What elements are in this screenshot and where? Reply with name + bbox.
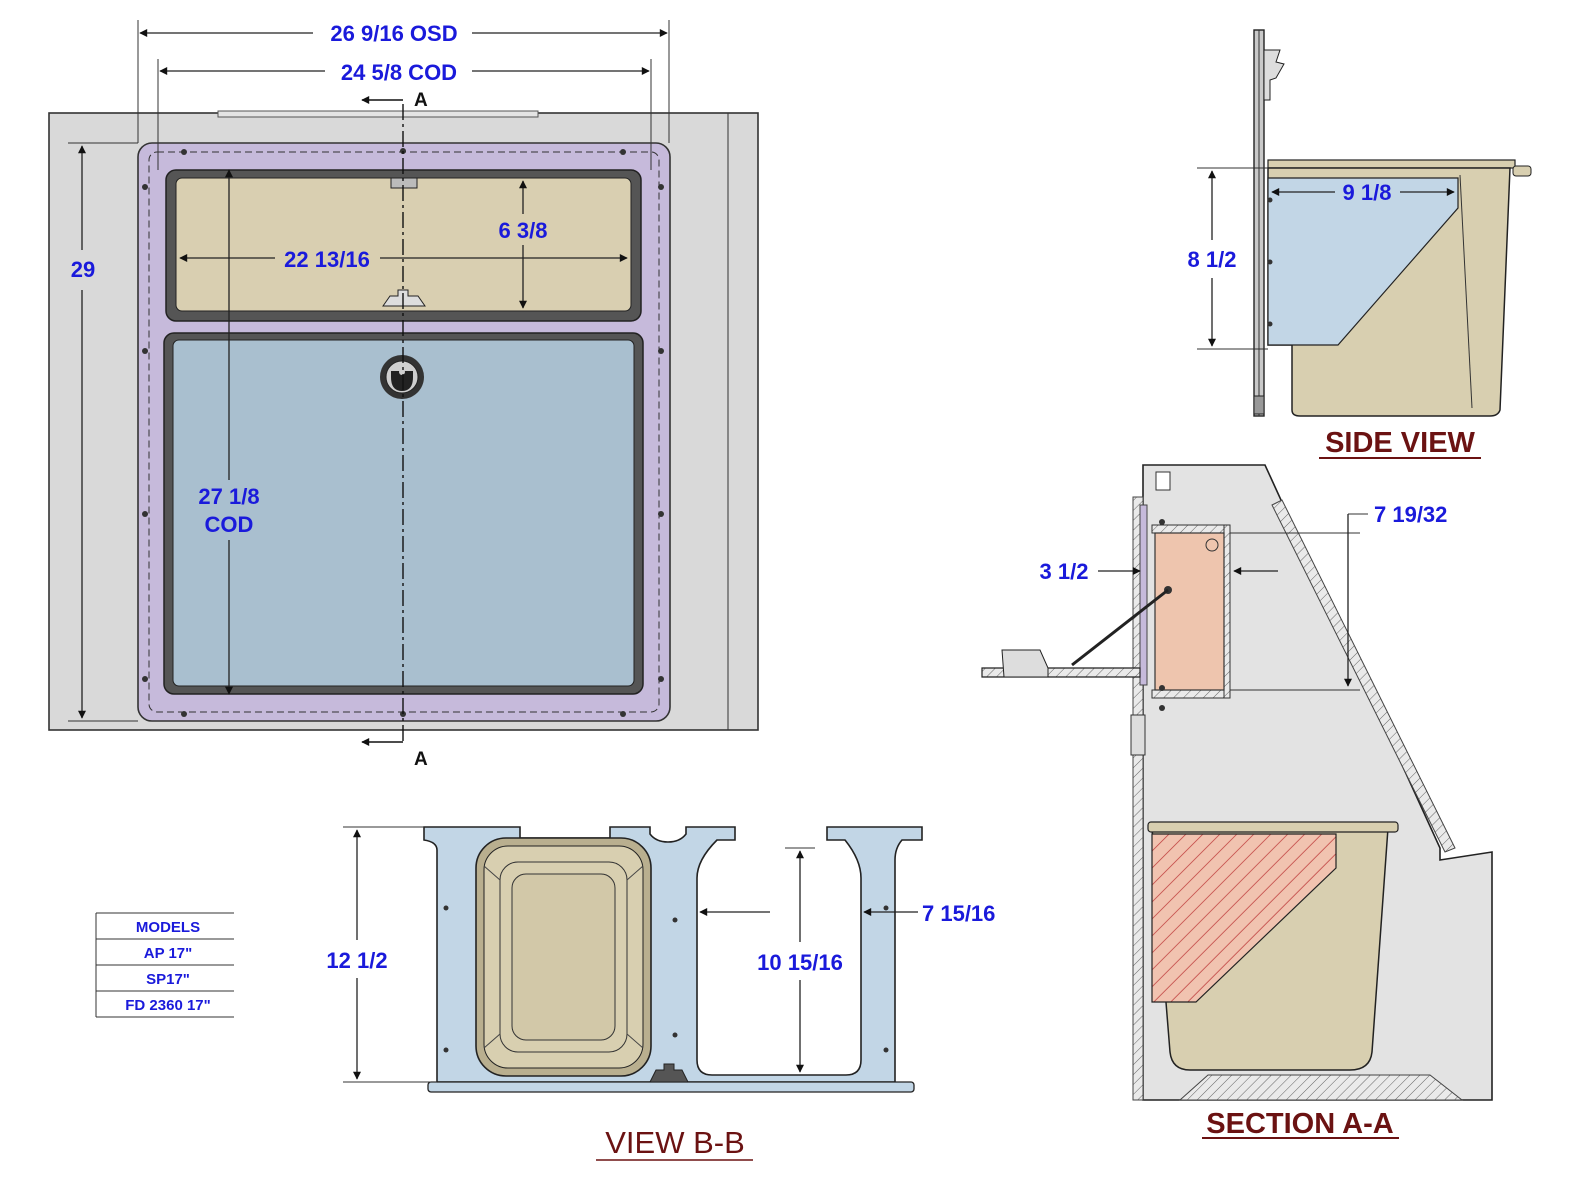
- section-bottom-insert: [1151, 833, 1337, 1003]
- dim-cod-label: 24 5/8 COD: [341, 60, 457, 85]
- dim-osd: 26 9/16 OSD: [137, 20, 670, 143]
- dim-cod: 24 5/8 COD: [157, 59, 652, 170]
- side-dim-height-label: 8 1/2: [1188, 247, 1237, 272]
- dim-top-width-label: 22 13/16: [284, 247, 370, 272]
- model-row: SP17": [146, 971, 190, 988]
- model-row: FD 2360 17": [125, 997, 211, 1014]
- section-dim-depth: 7 19/32: [1344, 502, 1447, 687]
- section-label-bottom: A: [414, 749, 428, 770]
- dim-door-height-value: 27 1/8: [198, 484, 259, 509]
- section-dim-thickness-label: 3 1/2: [1040, 559, 1089, 584]
- dim-height-29: 29: [68, 142, 138, 722]
- bb-dim-inner-height: 10 15/16: [757, 847, 843, 1073]
- door-latch: [380, 355, 424, 399]
- section-label-top: A: [414, 90, 428, 111]
- side-dim-width-label: 9 1/8: [1343, 180, 1392, 205]
- dim-door-height-unit: COD: [205, 512, 254, 537]
- bb-dim-inner-height-label: 10 15/16: [757, 950, 843, 975]
- side-insert: [1267, 177, 1459, 346]
- section-dim-thickness: 3 1/2: [1040, 559, 1278, 584]
- view-bb: 12 1/2 10 15/16 7 15/16 VIEW B-B: [326, 826, 995, 1161]
- section-top-bin: [1154, 532, 1225, 691]
- dim-top-width: 22 13/16: [179, 247, 628, 272]
- section-dim-depth-label: 7 19/32: [1374, 502, 1447, 527]
- dim-osd-label: 26 9/16 OSD: [330, 21, 457, 46]
- dim-top-height: 6 3/8: [499, 180, 548, 309]
- bb-dim-height-label: 12 1/2: [326, 948, 387, 973]
- bb-dim-inner-width: 7 15/16: [699, 901, 995, 926]
- section-aa-title: SECTION A-A: [1206, 1108, 1393, 1140]
- section-aa: 7 19/32 3 1/2 SECTION A-A: [981, 464, 1493, 1140]
- side-dim-height: 8 1/2: [1188, 167, 1268, 350]
- view-bb-title: VIEW B-B: [605, 1125, 745, 1160]
- front-view: A A 26 9/16 OSD 24 5/8 COD 29 22 13/16: [48, 20, 759, 770]
- dim-door-height: 27 1/8 COD: [198, 169, 260, 695]
- models-header: MODELS: [136, 919, 200, 936]
- bb-dim-inner-width-label: 7 15/16: [922, 901, 995, 926]
- side-dim-width: 9 1/8: [1271, 180, 1455, 205]
- dim-height-label: 29: [71, 257, 95, 282]
- bb-dim-height: 12 1/2: [326, 826, 437, 1083]
- side-view-title: SIDE VIEW: [1325, 427, 1475, 459]
- models-table: MODELS AP 17" SP17" FD 2360 17": [95, 912, 234, 1018]
- dim-top-height-label: 6 3/8: [499, 218, 548, 243]
- side-view: 9 1/8 8 1/2 SIDE VIEW: [1188, 29, 1532, 459]
- model-row: AP 17": [144, 945, 193, 962]
